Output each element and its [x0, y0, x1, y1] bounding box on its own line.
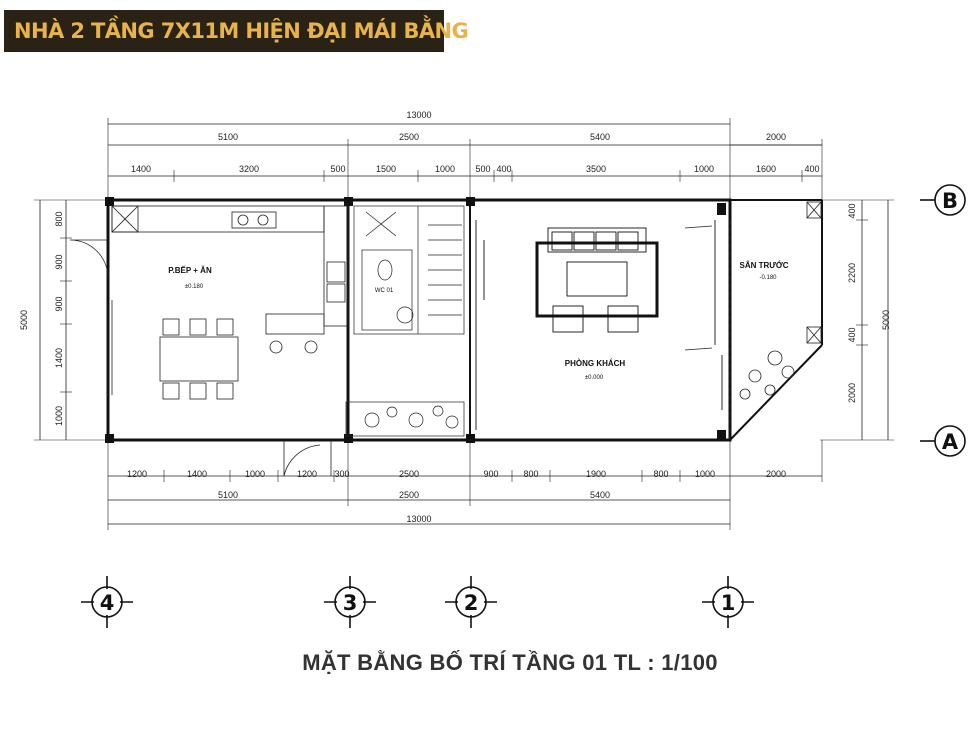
- axis-label-backs: [94, 187, 963, 615]
- dim-bottom-detail: 900: [483, 469, 498, 479]
- planter-flowers: [364, 405, 459, 429]
- dim-bottom-detail: 1000: [245, 469, 265, 479]
- dim-bottom-mid: 5100: [218, 490, 238, 500]
- plan-caption: MẶT BẰNG BỐ TRÍ TẦNG 01 TL : 1/100: [302, 650, 718, 675]
- dim-left-detail: 900: [54, 296, 64, 311]
- wc-label: WC 01: [375, 288, 394, 294]
- axis-label-a: A: [942, 430, 959, 454]
- axis-markers: [81, 184, 966, 628]
- dim-bottom-mid: 2500: [399, 490, 419, 500]
- dimension-lines: [34, 118, 894, 530]
- dim-left-detail: 1400: [54, 348, 64, 368]
- dim-left-detail: 1000: [54, 406, 64, 426]
- dim-top-detail: 400: [496, 164, 511, 174]
- dim-bottom-detail: 800: [653, 469, 668, 479]
- dim-bottom-total: 13000: [406, 514, 431, 524]
- dim-top-mid: 2000: [766, 132, 786, 142]
- front-yard-level: -0.180: [759, 275, 777, 281]
- dim-right-detail: 2200: [847, 263, 857, 283]
- axis-label-1: 1: [721, 591, 736, 615]
- title-banner: NHÀ 2 TẦNG 7X11M HIỆN ĐẠI MÁI BẰNG: [4, 10, 469, 52]
- kitchen-furniture: [69, 205, 349, 477]
- dim-top-mid: 5400: [590, 132, 610, 142]
- dim-bottom-detail: 1200: [127, 469, 147, 479]
- dim-top-detail: 1000: [694, 164, 714, 174]
- dim-bottom-detail: 1000: [695, 469, 715, 479]
- dim-top-detail: 1500: [376, 164, 396, 174]
- dim-top-detail: 3500: [586, 164, 606, 174]
- dim-bottom-mid: 5400: [590, 490, 610, 500]
- dim-bottom-detail: 1900: [586, 469, 606, 479]
- dim-right-detail: 400: [847, 203, 857, 218]
- front-yard-elements: [684, 201, 822, 440]
- columns: [105, 197, 726, 443]
- dim-left-detail: 800: [54, 211, 64, 226]
- dim-left-total: 5000: [19, 310, 29, 330]
- dim-left-detail: 900: [54, 254, 64, 269]
- kitchen-level: ±0.180: [185, 284, 204, 290]
- dim-top-detail: 3200: [239, 164, 259, 174]
- dim-top-detail: 1000: [435, 164, 455, 174]
- axis-label-2: 2: [464, 591, 479, 615]
- living-level: ±0.000: [585, 375, 604, 381]
- dim-top-mid: 2500: [399, 132, 419, 142]
- dim-bottom-detail: 1200: [297, 469, 317, 479]
- dim-top-detail: 500: [475, 164, 490, 174]
- kitchen-label: P.BẾP + ĂN: [168, 265, 212, 275]
- dim-top-detail: 1400: [131, 164, 151, 174]
- dim-bottom-detail: 2500: [399, 469, 419, 479]
- axis-label-3: 3: [343, 591, 358, 615]
- dim-top-mid: 5100: [218, 132, 238, 142]
- dim-bottom-detail: 2000: [766, 469, 786, 479]
- living-label: PHÒNG KHÁCH: [565, 359, 626, 368]
- dim-top-detail: 500: [330, 164, 345, 174]
- page-title: NHÀ 2 TẦNG 7X11M HIỆN ĐẠI MÁI BẰNG: [14, 19, 469, 43]
- axis-label-b: B: [942, 189, 958, 213]
- dim-right-total: 5000: [881, 310, 891, 330]
- stair-and-wc: [345, 205, 465, 437]
- dim-bottom-detail: 300: [334, 469, 349, 479]
- dim-bottom-detail: 800: [523, 469, 538, 479]
- dim-top-detail: 400: [804, 164, 819, 174]
- front-yard-label: SÂN TRƯỚC: [739, 261, 788, 270]
- dim-bottom-detail: 1400: [187, 469, 207, 479]
- living-furniture: [475, 220, 723, 430]
- axis-label-4: 4: [100, 591, 115, 615]
- dim-right-detail: 2000: [847, 383, 857, 403]
- dim-top-total: 13000: [406, 110, 431, 120]
- dim-top-detail: 1600: [756, 164, 776, 174]
- dim-right-detail: 400: [847, 327, 857, 342]
